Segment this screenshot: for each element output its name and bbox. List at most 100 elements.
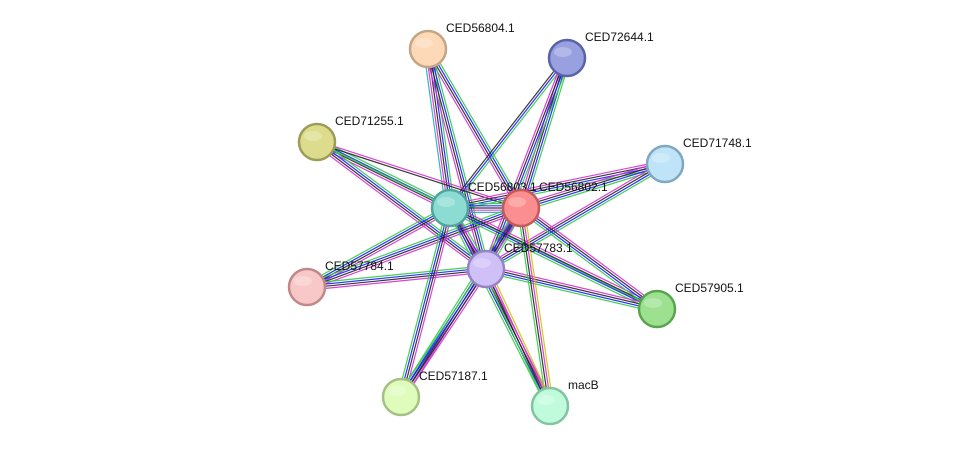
node-highlight: [473, 258, 491, 268]
edge-evidence-line: [520, 162, 665, 208]
edge-evidence-line: [306, 206, 450, 287]
node-circle[interactable]: [637, 289, 677, 329]
node-highlight: [415, 38, 433, 48]
edge-evidence-line: [305, 204, 449, 285]
edge-evidence-line: [484, 160, 664, 267]
edge-evidence-line: [519, 208, 657, 311]
edge-evidence-line: [449, 57, 568, 209]
edge-n_macB-n_56803[interactable]: [446, 206, 554, 408]
edge-n_57187-n_57783[interactable]: [397, 266, 490, 400]
edge-evidence-line: [484, 269, 550, 407]
edge-evidence-line: [317, 140, 488, 269]
edge-evidence-line: [486, 265, 658, 307]
edge-evidence-line: [315, 142, 486, 271]
edge-evidence-line: [486, 267, 658, 309]
edge-evidence-line: [487, 166, 667, 273]
edge-n_71748-n_57783[interactable]: [484, 160, 667, 273]
node-highlight: [652, 153, 670, 163]
edge-evidence-line: [426, 49, 521, 209]
node-n_71255[interactable]: CED71255.1: [297, 114, 404, 162]
edge-evidence-line: [399, 207, 450, 397]
node-label: CED72644.1: [585, 30, 654, 44]
node-circle[interactable]: [501, 188, 541, 228]
edge-evidence-line: [447, 56, 566, 208]
edge-n_57784-n_56803[interactable]: [305, 204, 452, 291]
node-label: CED57187.1: [419, 369, 488, 383]
edge-evidence-line: [317, 140, 451, 208]
edge-evidence-line: [452, 206, 554, 405]
node-n_56803[interactable]: CED56803.1: [430, 180, 537, 228]
node-circle[interactable]: [287, 267, 327, 307]
edge-evidence-line: [424, 49, 484, 270]
edge-evidence-line: [306, 206, 521, 287]
edge-evidence-line: [519, 160, 665, 206]
edge-n_71255-n_57905[interactable]: [316, 141, 658, 310]
edge-evidence-line: [397, 205, 519, 396]
node-n_56802[interactable]: CED56802.1: [501, 180, 608, 228]
edge-evidence-line: [424, 50, 519, 210]
edge-n_57905-n_56802[interactable]: [518, 204, 660, 313]
edge-evidence-line: [521, 164, 666, 210]
edge-evidence-line: [430, 47, 525, 207]
edge-n_71255-n_57783[interactable]: [314, 138, 489, 273]
edge-n_56804-n_56802[interactable]: [424, 47, 525, 210]
node-n_57187[interactable]: CED57187.1: [381, 369, 488, 417]
node-highlight: [437, 197, 455, 207]
edge-n_71255-n_56802[interactable]: [316, 140, 522, 210]
edge-evidence-line: [401, 208, 452, 398]
node-label: CED56802.1: [539, 180, 608, 194]
edge-n_57905-n_57783[interactable]: [485, 265, 658, 313]
node-circle[interactable]: [530, 386, 570, 426]
edge-evidence-line: [450, 207, 552, 406]
edge-evidence-line: [314, 144, 485, 273]
edge-evidence-line: [488, 267, 554, 405]
edge-n_56804-n_57783[interactable]: [424, 48, 490, 270]
node-n_71748[interactable]: CED71748.1: [645, 136, 752, 184]
edge-evidence-line: [485, 271, 657, 313]
node-highlight: [644, 298, 662, 308]
node-n_macB[interactable]: macB: [530, 378, 599, 426]
node-n_56804[interactable]: CED56804.1: [408, 21, 515, 69]
node-circle[interactable]: [547, 38, 587, 78]
edge-evidence-line: [449, 208, 657, 311]
node-label: CED56804.1: [446, 21, 515, 35]
node-n_57905[interactable]: CED57905.1: [637, 281, 744, 329]
edge-evidence-line: [403, 208, 454, 398]
edge-evidence-line: [451, 58, 570, 210]
node-highlight: [388, 386, 406, 396]
edge-n_57187-n_56803[interactable]: [397, 207, 454, 398]
node-circle[interactable]: [381, 377, 421, 417]
edge-evidence-line: [450, 206, 658, 309]
edge-n_71748-n_56803[interactable]: [449, 160, 666, 212]
edge-evidence-line: [485, 162, 665, 269]
edge-evidence-line: [399, 268, 486, 397]
node-highlight: [554, 47, 572, 57]
edge-n_57784-n_57783[interactable]: [306, 265, 487, 291]
edge-evidence-line: [316, 142, 521, 210]
edge-n_72644-n_56803[interactable]: [447, 56, 570, 210]
node-highlight: [304, 131, 322, 141]
node-label: CED57905.1: [675, 281, 744, 295]
edge-n_macB-n_57783[interactable]: [482, 267, 554, 408]
node-circle[interactable]: [297, 122, 337, 162]
node-n_72644[interactable]: CED72644.1: [547, 30, 654, 78]
edge-evidence-line: [316, 141, 658, 310]
edge-evidence-line: [397, 207, 448, 397]
node-label: CED57783.1: [504, 241, 573, 255]
edge-evidence-line: [448, 208, 550, 407]
node-circle[interactable]: [466, 249, 506, 289]
node-circle[interactable]: [408, 29, 448, 69]
edge-evidence-line: [307, 271, 487, 291]
edge-evidence-line: [428, 48, 488, 269]
edge-n_71748-n_56802[interactable]: [519, 160, 667, 212]
edge-evidence-line: [523, 58, 571, 210]
node-circle[interactable]: [430, 188, 470, 228]
node-n_57783[interactable]: CED57783.1: [466, 241, 573, 289]
node-label: CED71255.1: [335, 114, 404, 128]
edge-evidence-line: [518, 210, 656, 313]
node-highlight: [294, 276, 312, 286]
edge-evidence-line: [403, 270, 490, 400]
edge-n_macB-n_56802[interactable]: [517, 207, 554, 407]
node-circle[interactable]: [645, 144, 685, 184]
node-n_57784[interactable]: CED57784.1: [287, 259, 394, 307]
